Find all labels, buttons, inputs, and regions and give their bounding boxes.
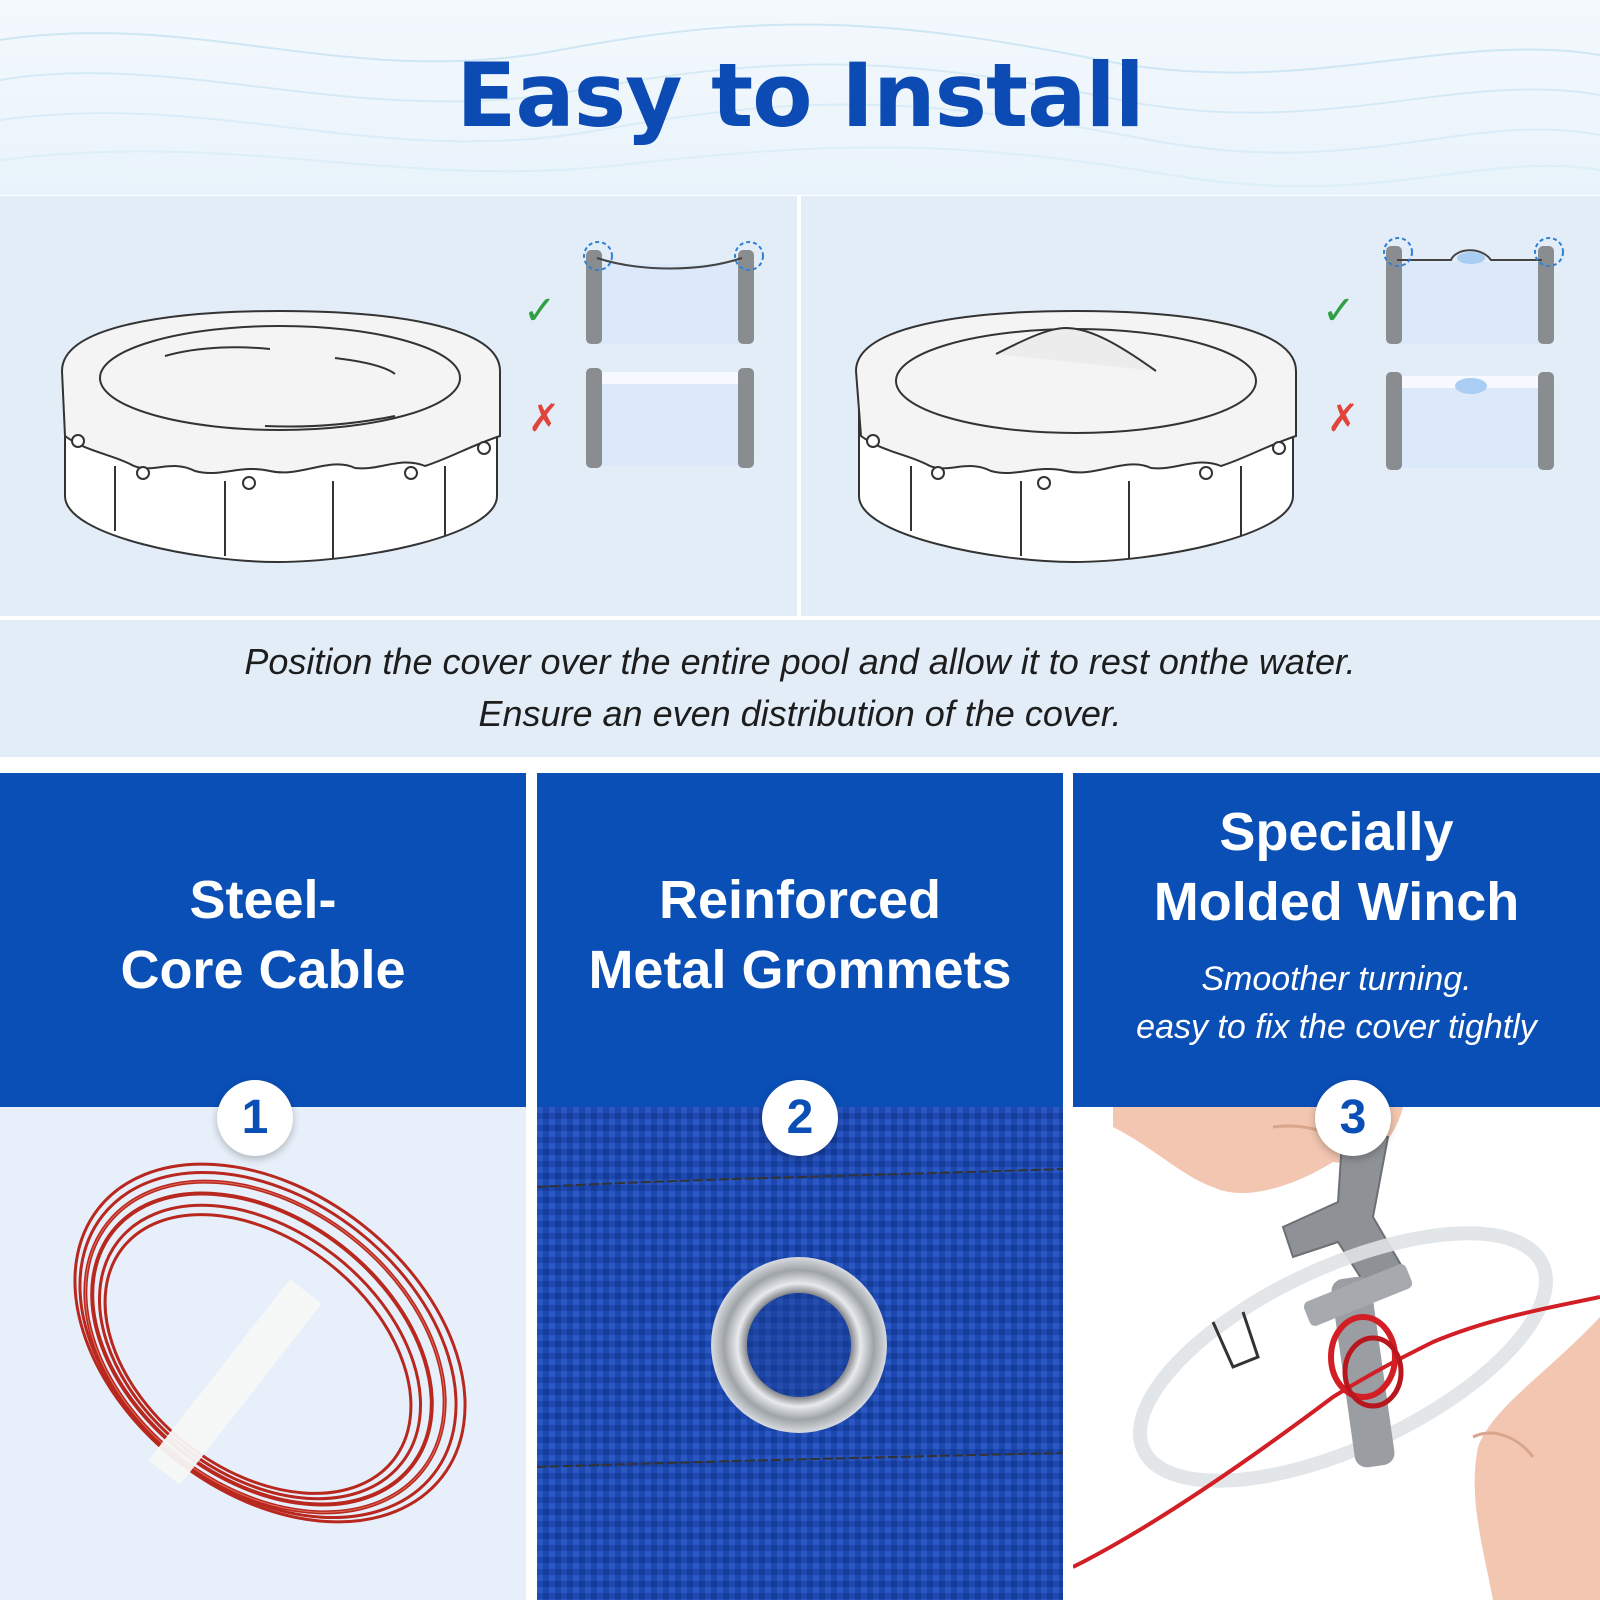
feature-number-badge: 1 [217, 1080, 293, 1156]
feature-number-badge: 3 [1315, 1080, 1391, 1156]
feature-title-line-1: Specially [1219, 802, 1454, 862]
page-title: Easy to Install [456, 44, 1145, 147]
feature-metal-grommets: Reinforced Metal Grommets 2 [537, 773, 1063, 1600]
cross-icon: ✗ [1327, 396, 1359, 440]
feature-subtitle-line-1: Smoother turning. [1201, 960, 1472, 998]
install-caption-line-2: Ensure an even distribution of the cover… [478, 693, 1122, 734]
install-caption-line-1: Position the cover over the entire pool … [244, 641, 1356, 682]
header: Easy to Install [0, 0, 1600, 195]
feature-number-badge: 2 [762, 1080, 838, 1156]
feature-header-band: Reinforced Metal Grommets [537, 773, 1063, 1107]
feature-header-band: Steel- Core Cable [0, 773, 526, 1107]
cross-icon: ✗ [528, 396, 560, 440]
feature-title-line-2: Core Cable [120, 940, 406, 1000]
pool-flat-cover-illustration [60, 241, 764, 564]
feature-title-line-1: Reinforced [658, 870, 942, 930]
check-icon: ✓ [523, 288, 557, 334]
feature-title-line-1: Steel- [189, 870, 337, 930]
feature-title-line-2: Molded Winch [1153, 872, 1520, 932]
cable-coil-image [73, 1162, 467, 1524]
feature-subtitle-line-2: easy to fix the cover tightly [1136, 1008, 1537, 1046]
feature-title-line-2: Metal Grommets [588, 940, 1012, 1000]
feature-molded-winch: Specially Molded Winch Smoother turning.… [1073, 773, 1600, 1600]
grommet-tarp-image [537, 1107, 1063, 1600]
install-panel-flat-cover: ✓ ✗ [0, 196, 797, 616]
feature-steel-core-cable: Steel- Core Cable 1 [0, 773, 526, 1600]
winch-hand-image [1073, 1107, 1600, 1600]
feature-header-band: Specially Molded Winch Smoother turning.… [1073, 773, 1600, 1107]
winch-photo [1073, 1107, 1600, 1600]
header-wave-decoration [0, 23, 1600, 188]
grommet-photo [537, 1107, 1063, 1600]
check-icon: ✓ [1322, 288, 1356, 334]
pool-raised-cover-illustration [854, 237, 1564, 564]
cable-photo [0, 1107, 526, 1600]
install-caption: Position the cover over the entire pool … [0, 636, 1600, 740]
install-instructions: Position the cover over the entire pool … [0, 620, 1600, 757]
install-panel-raised-cover: ✓ ✗ [801, 196, 1600, 616]
